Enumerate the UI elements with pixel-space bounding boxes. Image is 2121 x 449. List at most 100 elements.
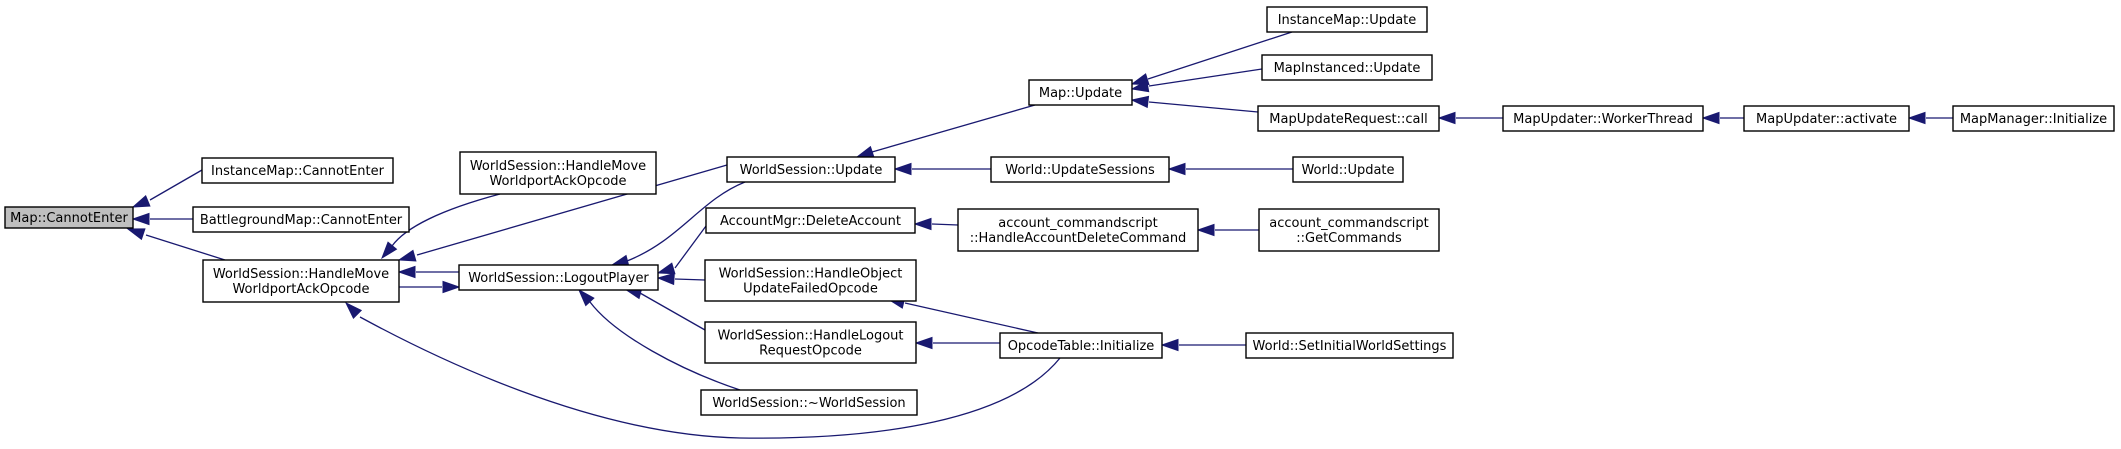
node-ws-handlemove-a[interactable]: WorldSession::HandleMoveWorldportAckOpco… (459, 151, 657, 195)
edge-arrowhead (397, 249, 417, 262)
edge-arrowhead (131, 194, 151, 208)
node-label: WorldSession::HandleMove (470, 159, 646, 174)
node-label: MapInstanced::Update (1274, 61, 1421, 76)
edge-mapupdater_worker-to-mapupdaterequest_call (1437, 111, 1503, 125)
node-label: UpdateFailedOpcode (743, 282, 878, 297)
node-map-cannotenter[interactable]: Map::CannotEnter (4, 206, 134, 229)
edge-arrowhead (913, 217, 932, 231)
node-acct-handledelete[interactable]: account_commandscript::HandleAccountDele… (957, 208, 1199, 252)
node-ws-destructor[interactable]: WorldSession::~WorldSession (700, 389, 918, 416)
node-label: WorldSession::Update (740, 163, 883, 178)
edge-line (145, 234, 226, 261)
edge-arrowhead (344, 301, 363, 320)
edge-line (674, 278, 706, 281)
edge-instancemap_cannotenter-to-map_cannotenter (131, 169, 203, 208)
node-box (1502, 105, 1704, 132)
node-box (1261, 54, 1433, 81)
edge-arrowhead (1130, 80, 1150, 93)
node-box (1245, 332, 1454, 359)
node-label: account_commandscript (998, 216, 1157, 231)
node-box (202, 259, 400, 303)
edge-opcodetable_init-to-ws_handlemove_b (344, 301, 1061, 439)
node-label: RequestOpcode (759, 344, 862, 359)
edge-opcodetable_init-to-ws_handlelogout (914, 336, 1000, 350)
edge-world_update-to-world_updatesessions (1167, 162, 1293, 176)
node-box (1292, 156, 1404, 183)
node-label: WorldSession::HandleObject (719, 267, 903, 282)
edge-ws_destructor-to-ws_logoutplayer (577, 288, 741, 391)
edge-line (416, 164, 728, 256)
node-world-setinitial[interactable]: World::SetInitialWorldSettings (1245, 332, 1454, 359)
edge-ws_logoutplayer-to-ws_handlemove_b (397, 265, 459, 279)
node-label: WorldportAckOpcode (489, 174, 626, 189)
node-box (192, 206, 410, 233)
nodes-layer: Map::CannotEnter InstanceMap::CannotEnter… (4, 6, 2115, 416)
node-ws-handlemove-b[interactable]: WorldSession::HandleMoveWorldportAckOpco… (202, 259, 400, 303)
node-box (957, 208, 1199, 252)
node-world-updatesessions[interactable]: World::UpdateSessions (990, 156, 1170, 183)
node-label: InstanceMap::Update (1278, 13, 1417, 28)
node-opcodetable-init[interactable]: OpcodeTable::Initialize (999, 332, 1163, 359)
node-label: WorldSession::HandleMove (213, 267, 389, 282)
node-world-update[interactable]: World::Update (1292, 156, 1404, 183)
node-label: BattlegroundMap::CannotEnter (200, 213, 403, 228)
edge-ws_update-to-ws_handlemove_b (397, 164, 728, 262)
edge-arrowhead (656, 262, 676, 275)
node-ws-update[interactable]: WorldSession::Update (726, 156, 896, 183)
node-acct-getcommands[interactable]: account_commandscript::GetCommands (1258, 208, 1440, 252)
edge-mapupdater_activate-to-mapupdater_worker (1701, 111, 1744, 125)
node-mapupdaterequest-call[interactable]: MapUpdateRequest::call (1257, 105, 1440, 132)
node-box (201, 157, 394, 184)
node-battleground-cannotenter[interactable]: BattlegroundMap::CannotEnter (192, 206, 410, 233)
edge-map_update-to-ws_update (855, 104, 1036, 158)
edge-battleground_cannotenter-to-map_cannotenter (131, 212, 193, 226)
edge-line (149, 169, 203, 201)
node-mapinstanced-update[interactable]: MapInstanced::Update (1261, 54, 1433, 81)
node-box (1028, 79, 1133, 106)
node-mapupdater-worker[interactable]: MapUpdater::WorkerThread (1502, 105, 1704, 132)
edge-arrowhead (381, 241, 398, 260)
node-instancemap-cannotenter[interactable]: InstanceMap::CannotEnter (201, 157, 394, 184)
edge-ws_handlemove_a-to-ws_handlemove_b (381, 193, 501, 260)
node-label: MapManager::Initialize (1960, 112, 2107, 127)
node-box (704, 321, 917, 364)
node-accountmgr-delete[interactable]: AccountMgr::DeleteAccount (705, 207, 916, 234)
edge-arrowhead (914, 336, 933, 350)
node-label: ::GetCommands (1296, 231, 1402, 246)
edge-mapinstanced_update-to-map_update (1130, 68, 1263, 93)
edge-mapupdaterequest_call-to-map_update (1130, 95, 1259, 113)
edge-arrowhead (442, 280, 461, 294)
edge-ws_update-to-ws_logoutplayer (610, 181, 746, 267)
edge-arrowhead (1167, 162, 1186, 176)
node-box (726, 156, 896, 183)
edge-arrowhead (397, 265, 416, 279)
edge-line (391, 193, 501, 247)
node-label: Map::Update (1039, 86, 1122, 101)
node-label: MapUpdateRequest::call (1269, 112, 1427, 127)
node-box (990, 156, 1170, 183)
node-instancemap-update[interactable]: InstanceMap::Update (1266, 6, 1428, 33)
edge-ws_handlemove_b-to-ws_logoutplayer (399, 280, 461, 294)
node-box (458, 264, 659, 291)
edge-line (1148, 68, 1263, 87)
node-label: InstanceMap::CannotEnter (211, 164, 385, 179)
node-box (459, 151, 657, 195)
node-ws-logoutplayer[interactable]: WorldSession::LogoutPlayer (458, 264, 659, 291)
node-mapupdater-activate[interactable]: MapUpdater::activate (1743, 105, 1910, 132)
edge-arrowhead (1437, 111, 1456, 125)
node-box (999, 332, 1163, 359)
edge-ws_handlelogout-to-ws_logoutplayer (623, 287, 706, 331)
edge-arrowhead (855, 145, 875, 158)
edge-line (931, 223, 959, 226)
edges-layer (126, 31, 1953, 439)
node-map-update[interactable]: Map::Update (1028, 79, 1133, 106)
node-label: WorldSession::HandleLogout (718, 329, 904, 344)
edge-arrowhead (1160, 338, 1179, 352)
node-ws-handleobject[interactable]: WorldSession::HandleObjectUpdateFailedOp… (704, 259, 917, 302)
edge-line (589, 301, 741, 391)
node-label: World::Update (1301, 163, 1394, 178)
node-mapmanager-init[interactable]: MapManager::Initialize (1952, 105, 2115, 132)
edge-arrowhead (126, 228, 146, 241)
